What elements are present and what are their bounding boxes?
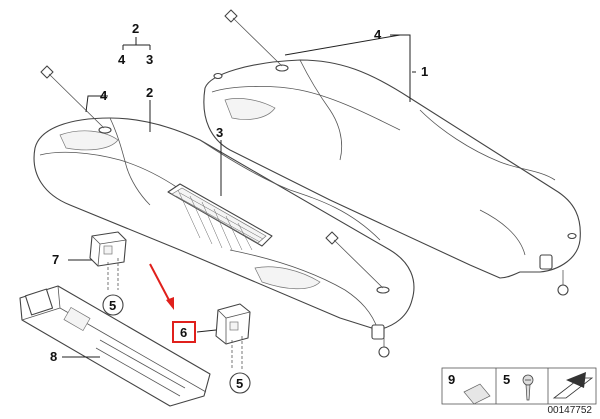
callout-5-lower: 5 [236, 376, 243, 391]
tree-head-label: 2 [132, 21, 139, 36]
callout-5-upper: 5 [109, 298, 116, 313]
legend-label-5: 5 [503, 372, 510, 387]
rear-shelf-part-1 [203, 59, 581, 296]
callout-8: 8 [50, 349, 57, 364]
highlight-arrow [149, 263, 174, 310]
fastener-part-5-upper [102, 294, 124, 316]
fastener-part-5-lower [229, 372, 251, 394]
callout-6: 6 [180, 325, 187, 340]
legend-box: 9 5 [441, 367, 597, 405]
callout-2: 2 [146, 85, 153, 100]
screw-icon [522, 374, 534, 401]
panel-part-8 [19, 285, 211, 407]
callout-4-left: 4 [100, 88, 108, 103]
callout-7: 7 [52, 252, 59, 267]
direction-arrow-icon [552, 372, 594, 399]
adhesive-pad-icon [463, 383, 491, 405]
part-6-highlight-box [172, 321, 196, 343]
tree-left-label: 4 [118, 52, 126, 67]
callout-1: 1 [421, 64, 428, 79]
leader-lines [62, 34, 416, 358]
legend-label-9: 9 [448, 372, 455, 387]
diagram-number: 00147752 [547, 405, 593, 416]
tree-right-label: 3 [146, 52, 153, 67]
speaker-grille-part-3 [167, 183, 273, 251]
callout-3: 3 [216, 125, 223, 140]
bracket-part-7 [89, 231, 127, 290]
callout-4-top: 4 [374, 27, 382, 42]
bracket-part-6 [215, 303, 251, 370]
cord-part-4 [40, 9, 384, 289]
